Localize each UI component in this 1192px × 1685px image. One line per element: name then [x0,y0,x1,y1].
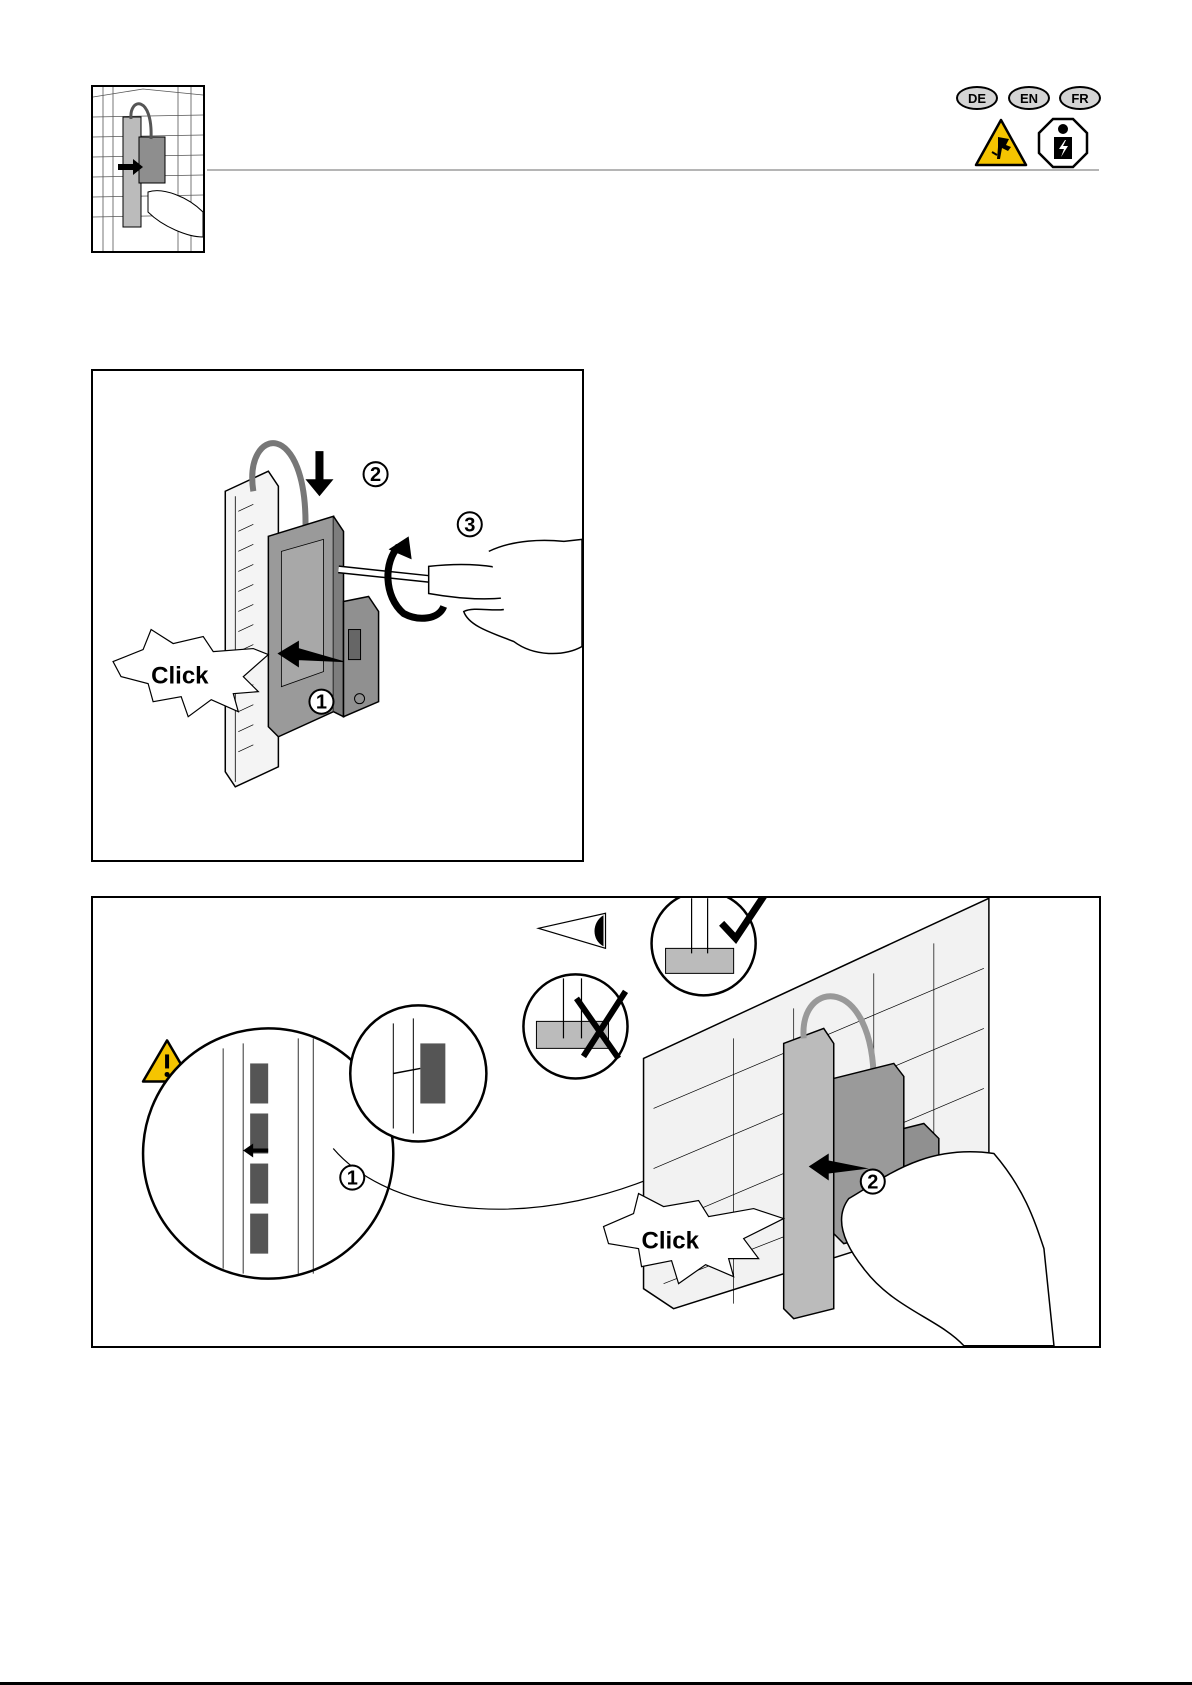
svg-text:1: 1 [316,692,327,714]
marker-2: 2 [861,1170,885,1194]
click-label: Click [642,1228,700,1255]
header-rule [207,169,1099,171]
svg-text:3: 3 [464,514,475,536]
svg-text:2: 2 [370,464,381,486]
marker-1: 1 [340,1166,364,1190]
electrician-only-icon [1037,117,1089,169]
thumbnail-illustration [93,87,203,251]
marker-2: 2 [364,462,388,486]
language-badge-de[interactable]: DE [956,86,998,110]
svg-text:2: 2 [867,1172,878,1194]
language-badge-en[interactable]: EN [1008,86,1050,110]
step1-illustration: Click 1 2 3 [93,371,582,860]
correct-detail-circle [652,898,756,995]
step2-illustration: 1 [93,898,1099,1346]
detail-circle-small [350,1005,486,1141]
wrong-detail-circle [523,974,627,1078]
language-badge-fr[interactable]: FR [1059,86,1101,110]
thumbnail-image [91,85,205,253]
marker-1: 1 [309,690,333,714]
step2-panel: 1 [91,896,1101,1348]
step1-panel: Click 1 2 3 [91,369,584,862]
click-label: Click [151,663,209,690]
hand-hazard-warning-icon [973,117,1029,169]
marker-3: 3 [458,512,482,536]
arrow-down-icon [305,451,333,496]
svg-text:1: 1 [347,1168,358,1190]
eye-icon-top [538,913,605,948]
